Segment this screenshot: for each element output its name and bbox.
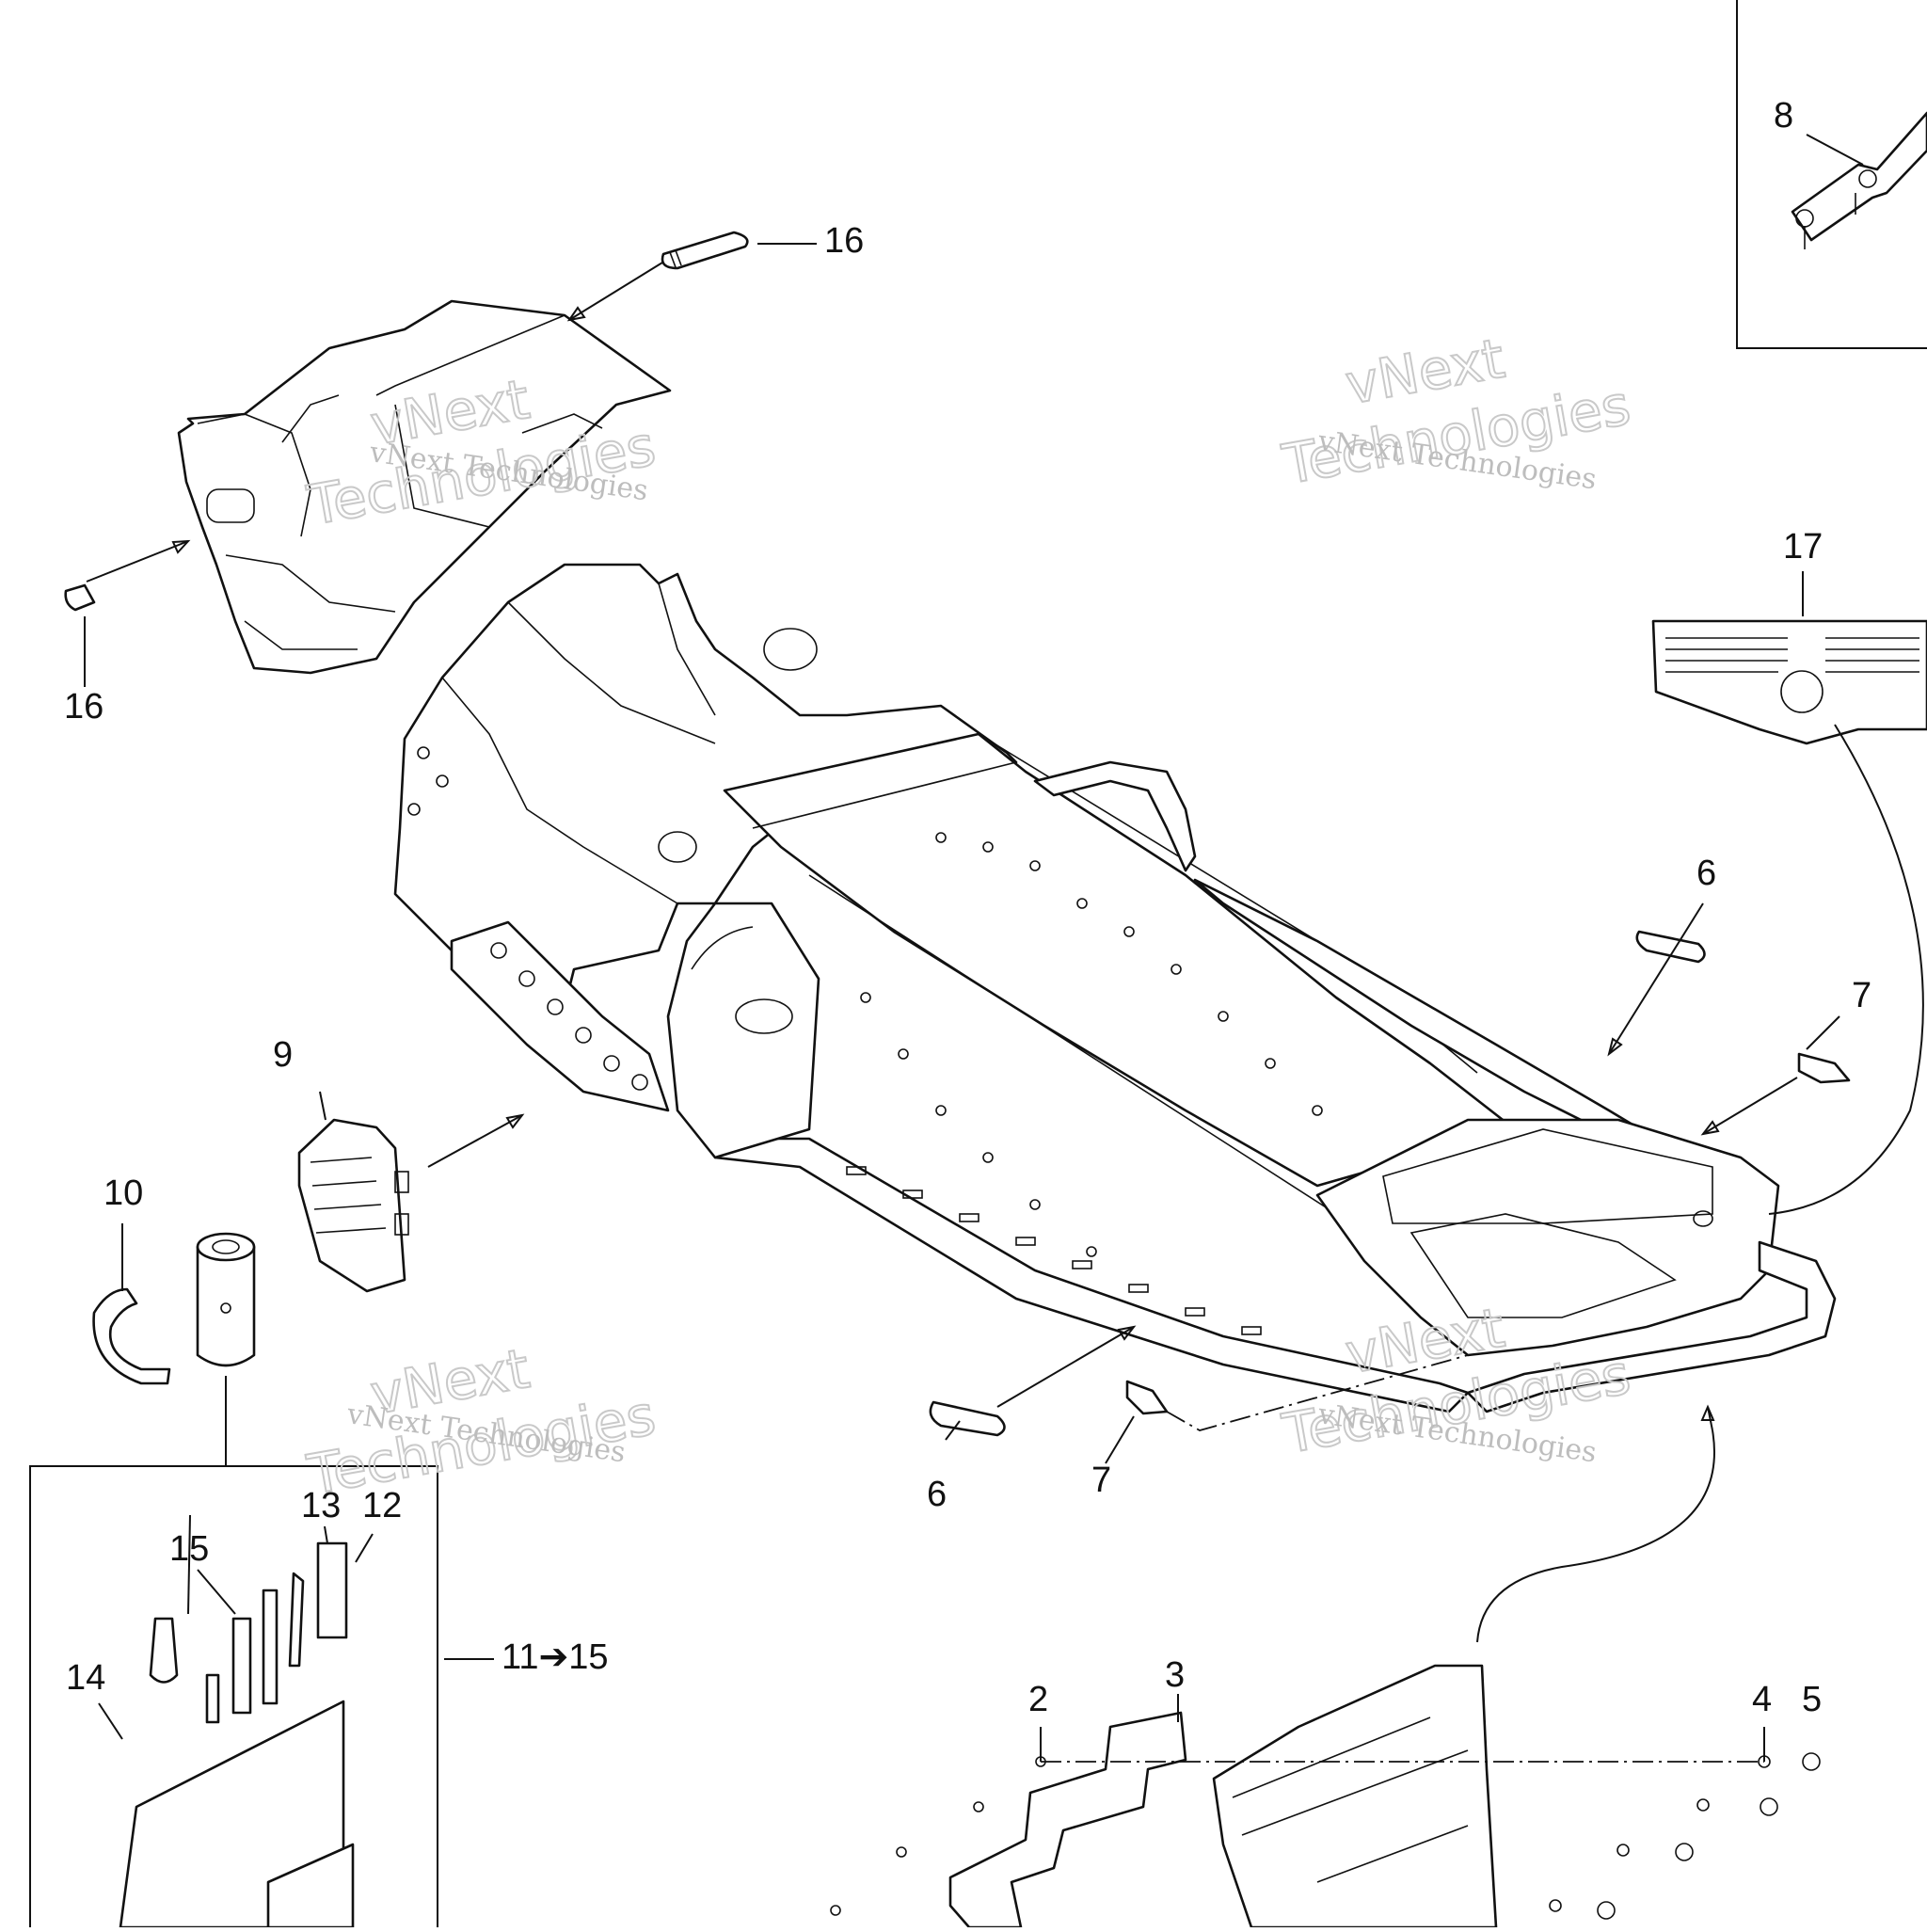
- watermark-bottom-left: vNext Technologies: [302, 1335, 661, 1508]
- callout-7-bottom: 7: [1091, 1461, 1111, 1500]
- callout-6-bottom: 6: [927, 1475, 947, 1514]
- rear-panel: [1212, 1664, 1498, 1929]
- callout-4: 4: [1752, 1680, 1772, 1719]
- leader-lines: [84, 134, 1924, 1763]
- clip-part-7-right: [1797, 1052, 1851, 1084]
- callout-3: 3: [1165, 1655, 1185, 1695]
- cap-part-16-top: [661, 231, 749, 270]
- plate-part-3: [948, 1711, 1187, 1929]
- callout-labels: 16 16 8 17 6 7 9 10 6 7 13 12 15 14 11➔1…: [64, 96, 1871, 1719]
- callout-16-top: 16: [824, 221, 864, 261]
- callout-13: 13: [301, 1486, 341, 1525]
- plug-part-6-right: [1635, 930, 1706, 964]
- callout-11-to-15: 11➔15: [502, 1637, 609, 1677]
- callout-9: 9: [273, 1035, 293, 1075]
- callout-12: 12: [362, 1486, 402, 1525]
- cap-part-16-left: [64, 583, 96, 612]
- callout-14: 14: [66, 1658, 105, 1698]
- callout-8: 8: [1774, 96, 1793, 136]
- callout-17: 17: [1783, 527, 1823, 567]
- callout-7-right: 7: [1852, 976, 1871, 1015]
- bracket-part-9: [297, 1118, 409, 1293]
- callout-16-left: 16: [64, 687, 104, 726]
- tool-container-cylinder: [196, 1232, 256, 1367]
- callout-10: 10: [104, 1174, 143, 1213]
- inset-part-8: [1736, 0, 1927, 349]
- plug-part-6-bottom: [929, 1400, 1006, 1437]
- callout-6-right: 6: [1696, 854, 1716, 893]
- strap-part-10: [92, 1287, 171, 1385]
- front-hood-part: [177, 299, 672, 675]
- fasteners-2-4-5: [830, 1752, 1821, 1920]
- callout-5: 5: [1802, 1680, 1822, 1719]
- toolkit-box: [29, 1376, 438, 1929]
- callout-15: 15: [169, 1529, 209, 1569]
- chassis-frame: [393, 563, 1837, 1413]
- decal-part-17: [1651, 619, 1927, 745]
- clip-part-7-bottom: [1125, 1380, 1169, 1415]
- callout-2: 2: [1028, 1680, 1048, 1719]
